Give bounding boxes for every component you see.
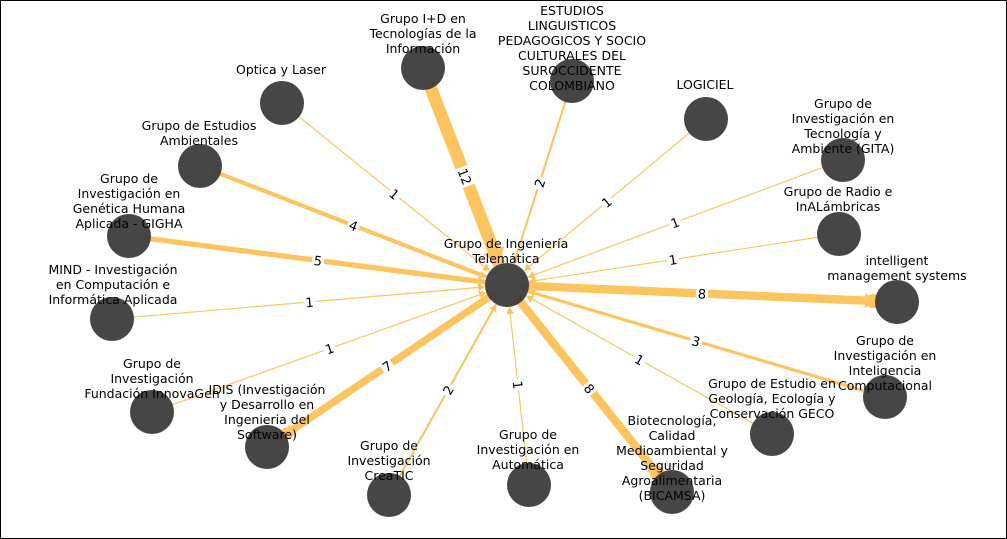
edge-weight-text: 3	[689, 334, 701, 351]
edge-weight-text: 1	[509, 380, 525, 390]
node-logiciel[interactable]	[684, 97, 728, 141]
edge-weight-label: 4	[345, 215, 362, 235]
node-bicamsa[interactable]	[650, 470, 694, 514]
node-intelligent[interactable]	[875, 280, 919, 324]
edge-weight-text: 8	[697, 287, 706, 302]
node-optica[interactable]	[260, 81, 304, 125]
edge-weight-label: 8	[579, 378, 600, 399]
node-label-optica: Optica y Laser	[236, 62, 327, 77]
edge-weight-label: 12	[454, 164, 477, 189]
edge-arrowhead	[489, 304, 497, 313]
edge-arrowhead	[527, 271, 536, 279]
edge-arrowhead	[477, 276, 486, 286]
node-estudios-ling[interactable]	[550, 59, 594, 103]
node-creatic[interactable]	[367, 473, 411, 517]
edge-weight-label: 3	[687, 331, 705, 351]
edge-arrowhead	[506, 306, 515, 315]
edge-weight-label: 1	[630, 349, 649, 370]
edge-arrowhead	[478, 291, 487, 299]
edge-arrowhead	[478, 270, 487, 279]
edge-weight-label: 1	[665, 250, 681, 269]
edge-weight-label: 2	[438, 380, 458, 400]
edge-weight-text: 12	[454, 167, 474, 188]
edge-arrowhead	[526, 295, 535, 303]
node-radio[interactable]	[817, 212, 861, 256]
edge-arrowhead	[528, 289, 536, 298]
edge-weight-text: 5	[313, 254, 323, 270]
edge-weight-label: 1	[384, 184, 405, 204]
nodes-layer	[90, 46, 919, 517]
node-ambientales[interactable]	[178, 144, 222, 188]
edge-weight-label: 1	[509, 378, 527, 392]
edge-weight-label: 2	[530, 174, 549, 192]
node-idis[interactable]	[245, 425, 289, 469]
node-mind[interactable]	[90, 297, 134, 341]
edge-arrowhead	[511, 256, 520, 265]
edge-arrowhead	[477, 283, 486, 292]
edge-weight-text: 1	[668, 253, 678, 269]
edge-weight-label: 1	[321, 338, 338, 358]
edge-arrowhead	[481, 263, 490, 272]
node-inteligencia[interactable]	[863, 375, 907, 419]
edge-weight-label: 5	[311, 251, 325, 270]
node-idi[interactable]	[401, 46, 445, 90]
edge-weight-label: 8	[695, 285, 709, 303]
node-gita[interactable]	[821, 138, 865, 182]
edge-weight-label: 7	[377, 356, 397, 376]
node-gigha[interactable]	[107, 214, 151, 258]
node-automatica[interactable]	[507, 463, 551, 507]
node-geco[interactable]	[750, 412, 794, 456]
edges-layer	[125, 78, 881, 485]
edge-arrowhead	[483, 246, 505, 265]
node-center[interactable]	[485, 263, 529, 307]
edge-weight-label: 1	[666, 212, 684, 232]
edge-weight-label: 1	[302, 293, 317, 312]
edge-arrowhead	[523, 263, 532, 271]
edge-weight-label: 1	[596, 192, 617, 212]
node-innovagen[interactable]	[130, 390, 174, 434]
edge-weight-text: 1	[305, 296, 315, 312]
node-label-logiciel: LOGICIEL	[676, 77, 733, 92]
